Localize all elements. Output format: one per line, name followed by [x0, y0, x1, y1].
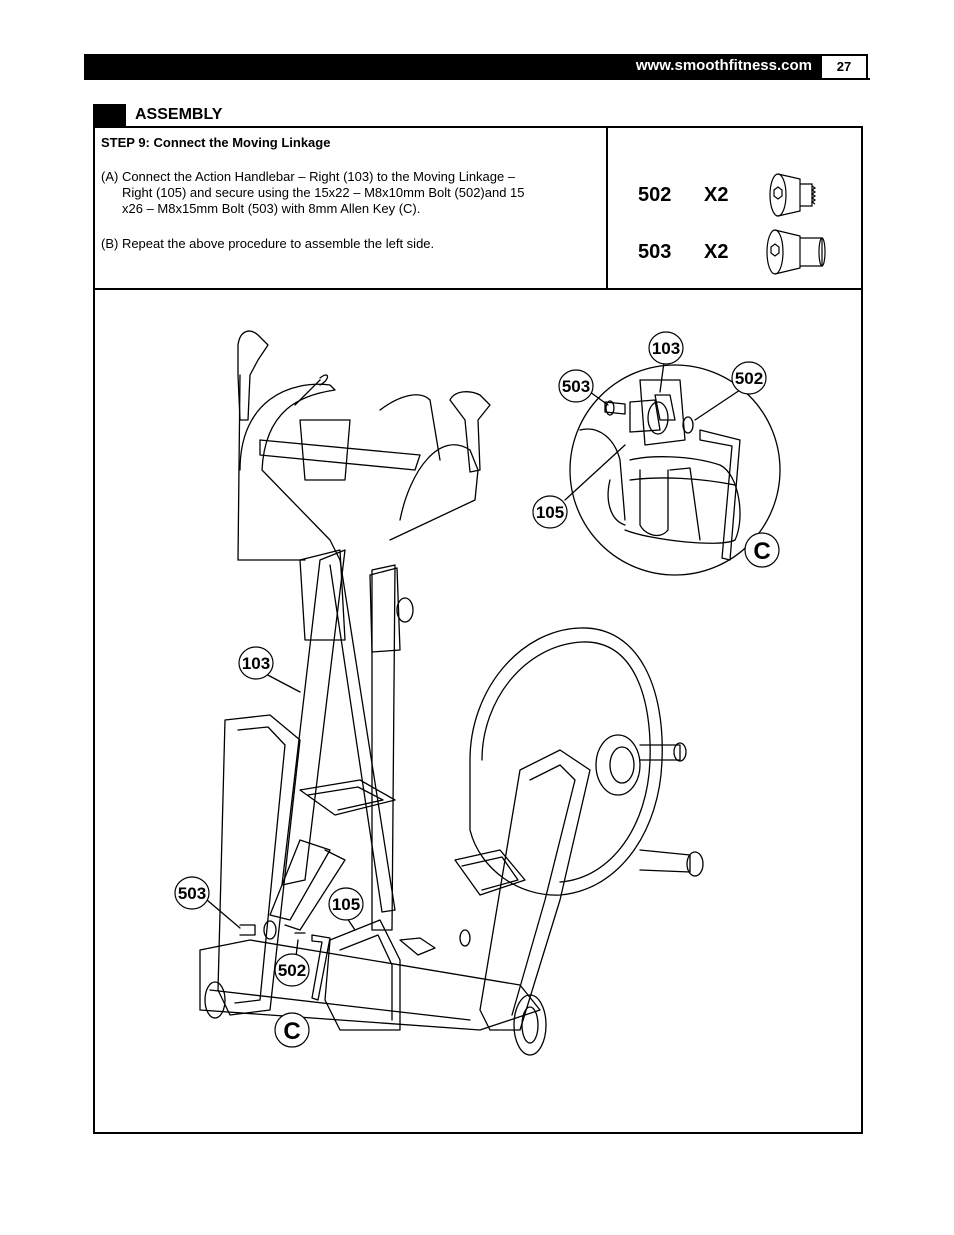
section-marker — [93, 104, 126, 126]
instruction-frame — [93, 126, 863, 1134]
instruction-a-line2: Right (105) and secure using the 15x22 –… — [122, 185, 525, 200]
callout-detail-103: 103 — [652, 339, 680, 358]
frame-divider-horizontal — [93, 288, 861, 290]
allen-key-main — [311, 934, 331, 1001]
header-bar: www.smoothfitness.com — [84, 54, 822, 78]
callout-detail-c: C — [753, 538, 770, 565]
allen-key-detail — [699, 429, 741, 561]
action-handlebar-left-grip — [237, 330, 269, 421]
instruction-b: (B) Repeat the above procedure to assemb… — [101, 236, 435, 251]
instruction-a: (A) Connect the Action Handlebar – Right… — [101, 169, 591, 217]
action-handlebar-right-grip — [449, 391, 491, 473]
callout-detail-502: 502 — [735, 369, 763, 388]
callout-detail-105: 105 — [536, 503, 564, 522]
bolt-502-icon — [769, 173, 817, 217]
website-url: www.smoothfitness.com — [635, 57, 812, 74]
section-title: ASSEMBLY — [135, 106, 223, 123]
callout-main-502: 502 — [278, 961, 306, 980]
detail-magnifier — [569, 364, 781, 576]
part-quantity: X2 — [704, 241, 729, 263]
instruction-a-line3: x26 – M8x15mm Bolt (503) with 8mm Allen … — [122, 201, 421, 216]
rear-wheel-right — [513, 994, 547, 1056]
callout-main-105: 105 — [332, 895, 360, 914]
step-title: STEP 9: Connect the Moving Linkage — [101, 135, 331, 150]
part-row-503: 503 X2 — [638, 241, 728, 264]
part-number: 503 — [638, 241, 672, 263]
frame-divider-vertical — [606, 126, 608, 289]
callout-detail-503: 503 — [562, 377, 590, 396]
part-number: 502 — [638, 184, 672, 206]
callout-main-503: 503 — [178, 884, 206, 903]
instruction-a-line1: (A) Connect the Action Handlebar – Right… — [101, 169, 516, 184]
callout-main-103: 103 — [242, 654, 270, 673]
callout-main-c: C — [283, 1018, 300, 1045]
bolt-503-icon — [766, 229, 826, 275]
fixed-handlebar — [239, 383, 341, 561]
header-rule — [84, 78, 870, 80]
part-quantity: X2 — [704, 184, 729, 206]
rear-wheel-left — [204, 981, 226, 1019]
flywheel-hub — [595, 734, 641, 796]
part-row-502: 502 X2 — [638, 184, 728, 207]
